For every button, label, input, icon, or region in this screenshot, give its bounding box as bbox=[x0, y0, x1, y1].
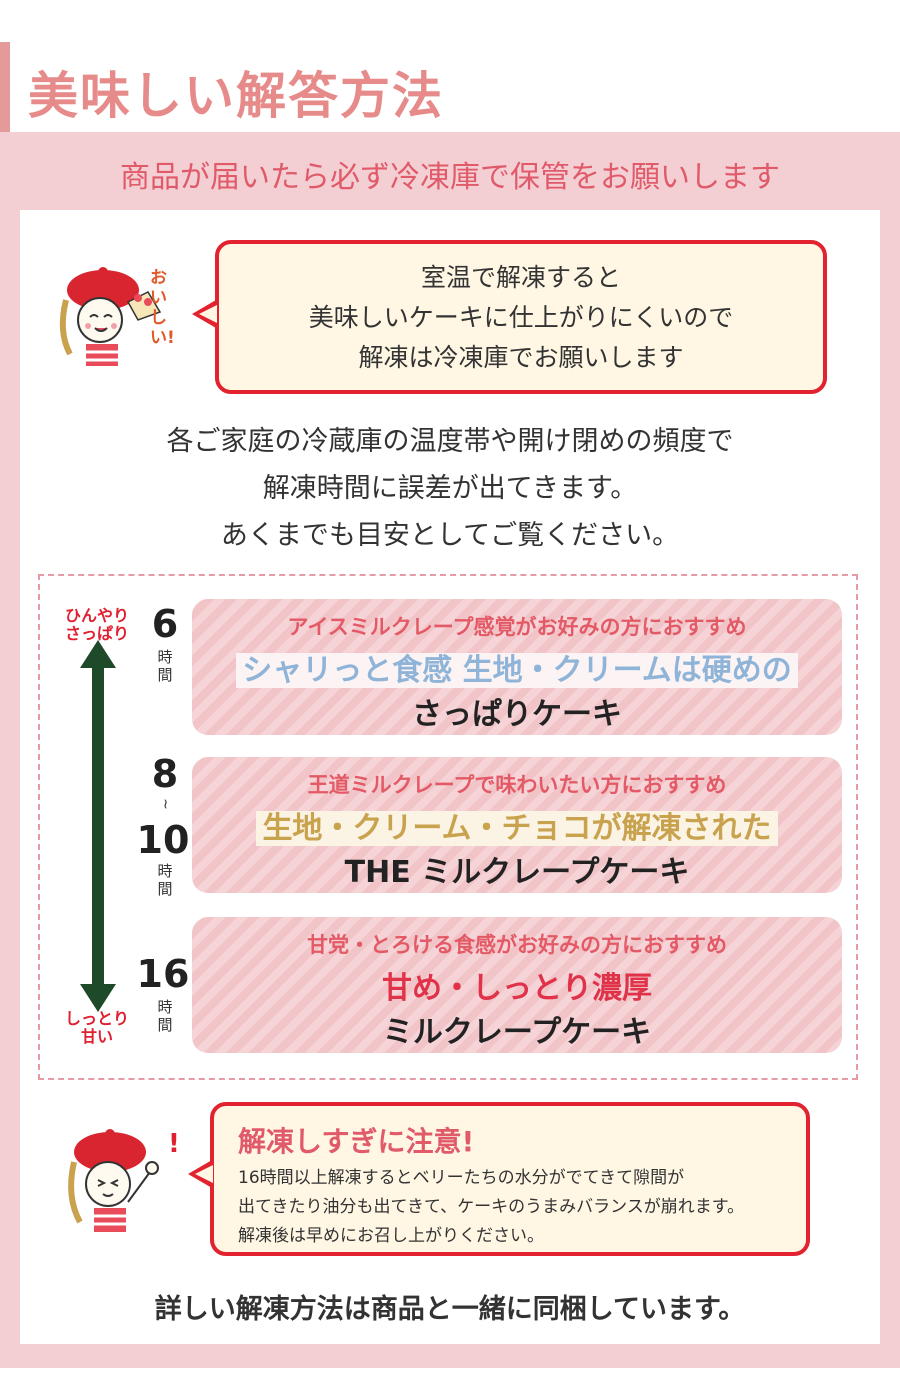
page-title: 美味しい解答方法 bbox=[28, 67, 444, 125]
time-unit: 時間 bbox=[157, 862, 173, 898]
oishii-sticker-text: おいしい! bbox=[150, 268, 175, 348]
card-recommend: アイスミルクレープ感覚がお好みの方におすすめ bbox=[287, 615, 747, 639]
bubble-line: 解凍は冷凍庫でお願いします bbox=[358, 343, 684, 372]
title-accent-bar bbox=[0, 42, 10, 132]
time-unit: 時間 bbox=[157, 998, 173, 1034]
warning-line: 出てきたり油分も出てきて、ケーキのうまみバランスが崩れます。 bbox=[238, 1197, 745, 1217]
card-feature: シャリっと食感 生地・クリームは硬めの bbox=[192, 645, 842, 689]
thawing-guide-box bbox=[38, 574, 858, 1080]
bubble-line: 美味しいケーキに仕上がりにくいので bbox=[308, 303, 734, 332]
warning-body: 16時間以上解凍するとベリーたちの水分がでてきて隙間が 出てきたり油分も出てきて… bbox=[238, 1164, 744, 1251]
option-card-6h: アイスミルクレープ感覚がお好みの方におすすめ シャリっと食感 生地・クリームは硬… bbox=[192, 599, 842, 735]
time-6-hours: 6 bbox=[151, 602, 179, 646]
tilde: ~ bbox=[157, 798, 173, 810]
bubble-tail-inner bbox=[199, 305, 217, 323]
time-10-hours: 10 bbox=[136, 818, 190, 862]
footer-note: 詳しい解凍方法は商品と一緒に同梱しています。 bbox=[154, 1294, 746, 1325]
bubble-line: 室温で解凍すると bbox=[420, 263, 621, 292]
subtitle: 商品が届いたら必ず冷凍庫で保管をお願いします bbox=[120, 160, 780, 195]
card-recommend: 甘党・とろける食感がお好みの方におすすめ bbox=[307, 933, 727, 957]
card-recommend: 王道ミルクレープで味わいたい方におすすめ bbox=[307, 773, 727, 797]
option-card-8-10h: 王道ミルクレープで味わいたい方におすすめ 生地・クリーム・チョコが解凍された T… bbox=[192, 757, 842, 893]
speech-bubble-warning: 解凍しすぎに注意! 16時間以上解凍するとベリーたちの水分がでてきて隙間が 出て… bbox=[210, 1102, 810, 1256]
warning-title: 解凍しすぎに注意! bbox=[238, 1125, 475, 1158]
girl-warning-illustration: ! bbox=[68, 1129, 180, 1232]
notice-line: 解凍時間に誤差が出てきます。 bbox=[262, 473, 638, 504]
card-name: ミルクレープケーキ bbox=[382, 1015, 652, 1050]
option-card-16h: 甘党・とろける食感がお好みの方におすすめ 甘め・しっとり濃厚 ミルクレープケーキ bbox=[192, 917, 842, 1053]
double-arrow-icon bbox=[80, 640, 116, 1012]
speech-bubble-freezer: 室温で解凍すると 美味しいケーキに仕上がりにくいので 解凍は冷凍庫でお願いします bbox=[215, 240, 827, 394]
time-8-hours: 8 bbox=[151, 752, 179, 796]
bubble-tail-inner bbox=[195, 1165, 213, 1183]
bubble-text: 室温で解凍すると 美味しいケーキに仕上がりにくいので 解凍は冷凍庫でお願いします bbox=[219, 258, 823, 378]
card-feature: 生地・クリーム・チョコが解凍された bbox=[192, 803, 842, 847]
notice-line: 各ご家庭の冷蔵庫の温度帯や開け閉めの頻度で bbox=[166, 426, 734, 457]
time-16-hours: 16 bbox=[136, 952, 190, 996]
title-bar: 美味しい解答方法 bbox=[0, 42, 900, 132]
time-unit: 時間 bbox=[157, 648, 173, 684]
thawing-time-notice: 各ご家庭の冷蔵庫の温度帯や開け閉めの頻度で 解凍時間に誤差が出てきます。 あくま… bbox=[0, 418, 900, 559]
svg-text:!: ! bbox=[168, 1129, 180, 1159]
notice-line: あくまでも目安としてご覧ください。 bbox=[220, 520, 680, 551]
warning-line: 16時間以上解凍するとベリーたちの水分がでてきて隙間が bbox=[238, 1168, 685, 1188]
card-name: THE ミルクレープケーキ bbox=[344, 855, 690, 890]
scale-bottom-label: しっとり 甘い bbox=[64, 1009, 129, 1046]
scale-top-label: ひんやり さっぱり bbox=[64, 606, 129, 643]
card-name: さっぱりケーキ bbox=[412, 697, 622, 732]
girl-with-cake-illustration bbox=[59, 267, 162, 366]
card-feature: 甘め・しっとり濃厚 bbox=[382, 971, 652, 1006]
warning-line: 解凍後は早めにお召し上がりください。 bbox=[238, 1226, 544, 1246]
